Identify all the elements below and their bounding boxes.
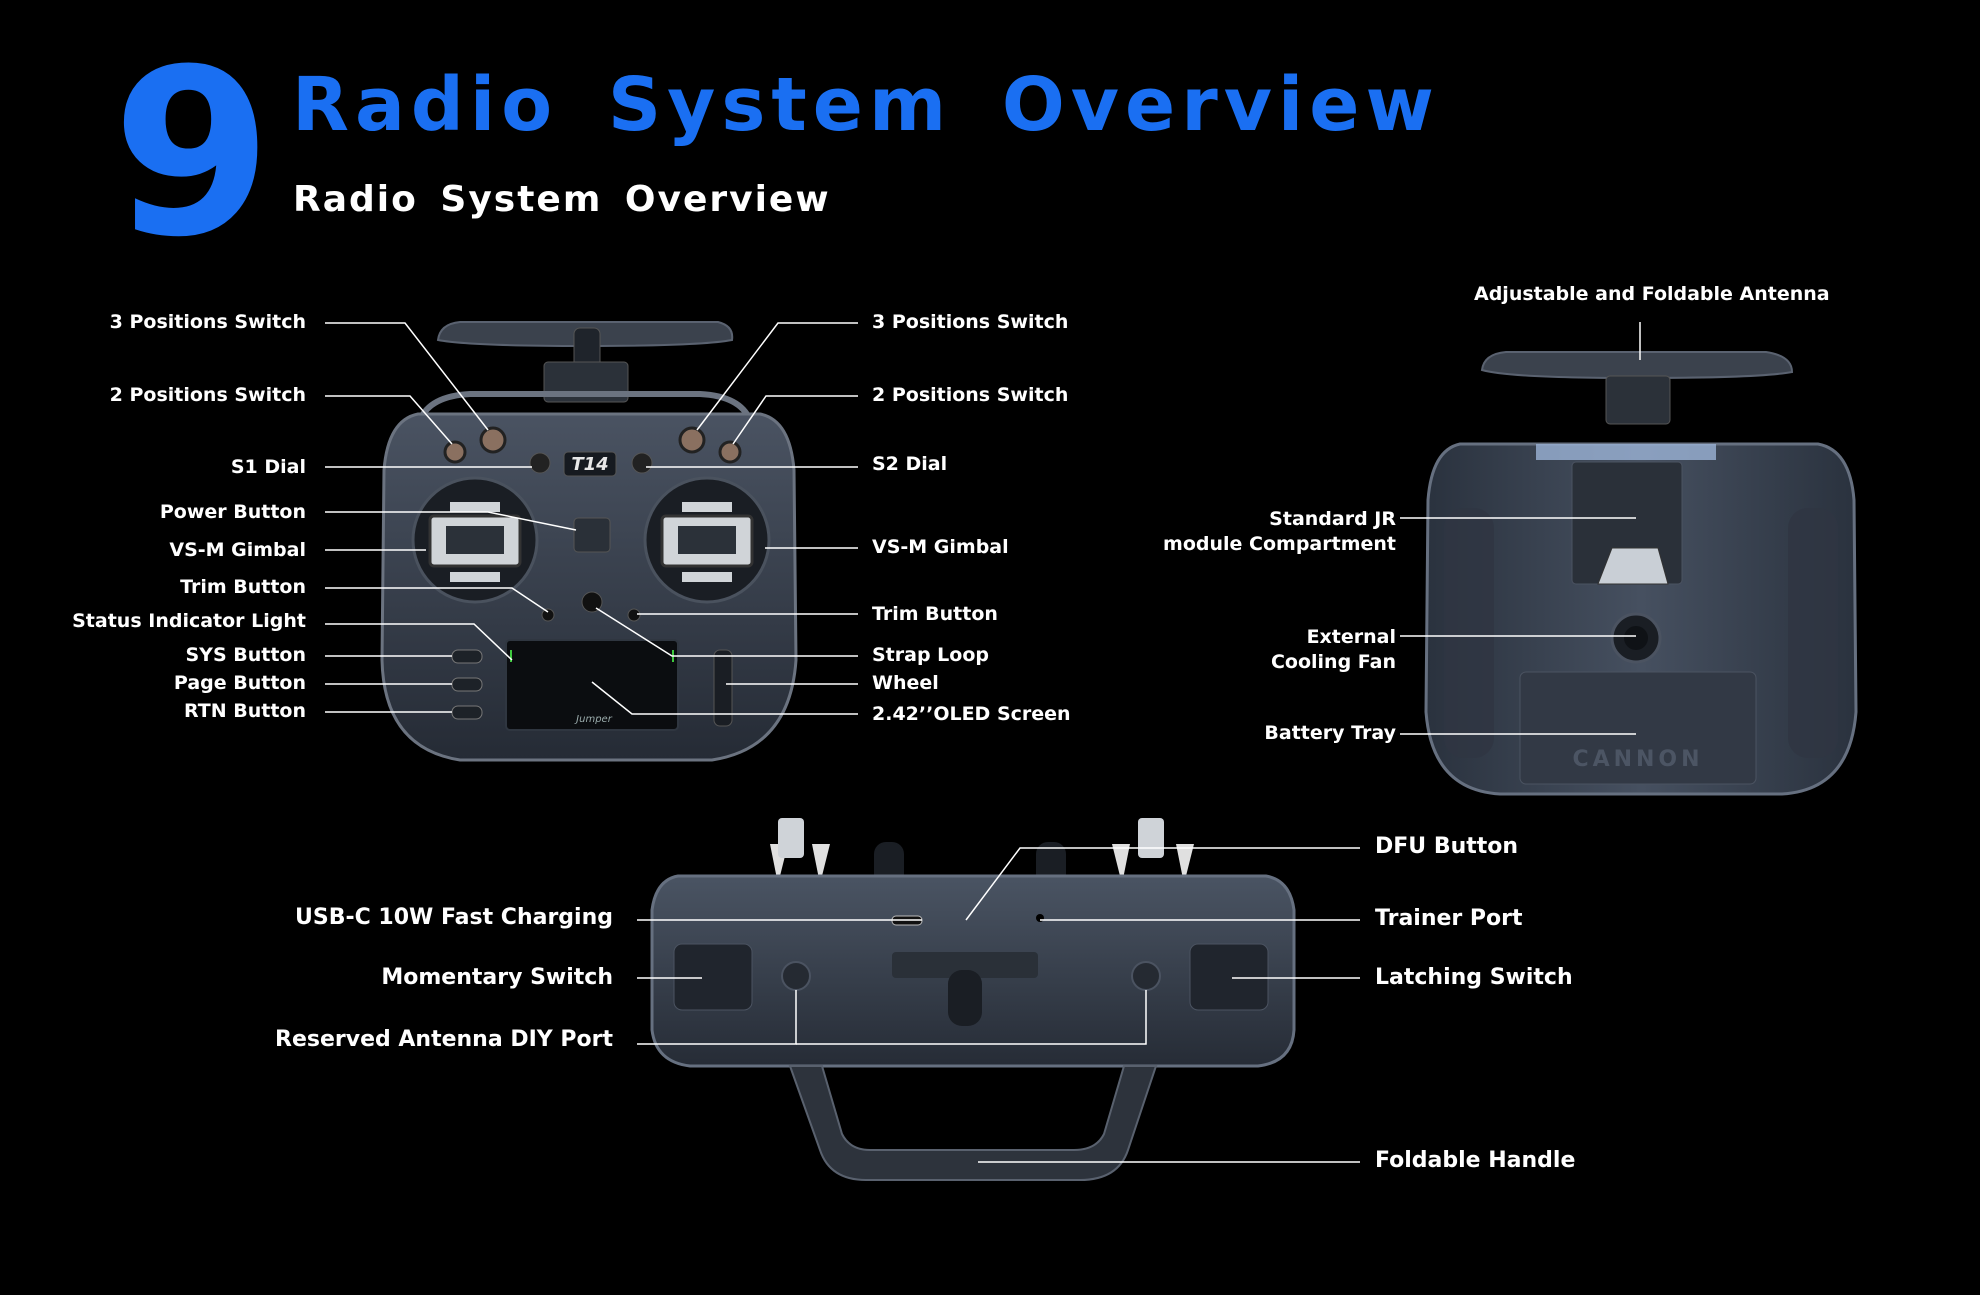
foldable-handle — [788, 1065, 1158, 1181]
rtn-button — [451, 705, 483, 720]
latching-switch — [1189, 943, 1269, 1011]
label-oled-screen: 2.42’’OLED Screen — [872, 703, 1071, 725]
label-jr-module: Standard JR module Compartment — [1163, 508, 1396, 555]
label-strap-loop: Strap Loop — [872, 644, 989, 666]
s1-dial — [529, 452, 551, 474]
label-gimbal-left: VS-M Gimbal — [169, 539, 306, 561]
antenna-port-right — [1131, 961, 1161, 991]
label-gimbal-right: VS-M Gimbal — [872, 536, 1009, 558]
front-view-radio: T14 Jumper — [380, 321, 798, 762]
svg-text:CANNON: CANNON — [1572, 747, 1703, 772]
switch-3pos-left — [479, 426, 507, 454]
page-subtitle: Radio System Overview — [293, 179, 831, 220]
label-3pos-switch-left: 3 Positions Switch — [109, 311, 306, 333]
label-antenna-diy-port: Reserved Antenna DIY Port — [275, 1027, 613, 1052]
label-trim-right: Trim Button — [872, 603, 998, 625]
trainer-port — [1036, 914, 1044, 922]
bottom-leader-lines — [637, 847, 1360, 1163]
wheel — [713, 649, 733, 727]
svg-text:Jumper: Jumper — [574, 714, 613, 725]
label-trim-left: Trim Button — [180, 576, 306, 598]
label-dfu-button: DFU Button — [1375, 834, 1519, 859]
label-s1-dial: S1 Dial — [230, 456, 306, 478]
back-antenna-icon — [1480, 351, 1794, 380]
power-button — [573, 517, 611, 553]
page-title: Radio System Overview — [292, 62, 1440, 148]
label-trainer-port: Trainer Port — [1375, 906, 1523, 931]
trim-right — [627, 608, 641, 622]
antenna-port-left — [781, 961, 811, 991]
s2-dial — [631, 452, 653, 474]
label-foldable-handle: Foldable Handle — [1375, 1148, 1576, 1173]
switch-3pos-right — [678, 426, 706, 454]
section-number: 9 — [112, 21, 272, 288]
page-button — [451, 677, 483, 692]
battery-tray — [1519, 671, 1757, 785]
label-rtn-button: RTN Button — [183, 700, 306, 722]
sys-button — [451, 649, 483, 664]
label-3pos-switch-right: 3 Positions Switch — [872, 311, 1069, 333]
label-cooling-fan: External Cooling Fan — [1270, 626, 1396, 673]
label-page-button: Page Button — [173, 672, 306, 694]
switch-2pos-left — [443, 440, 467, 464]
label-s2-dial: S2 Dial — [872, 453, 948, 475]
label-momentary-switch: Momentary Switch — [381, 965, 613, 990]
label-usb-c: USB-C 10W Fast Charging — [294, 905, 613, 930]
label-power-button: Power Button — [159, 501, 306, 523]
front-leader-lines — [325, 322, 858, 715]
label-antenna: Adjustable and Foldable Antenna — [1474, 283, 1830, 305]
label-wheel: Wheel — [872, 672, 939, 694]
label-2pos-switch-right: 2 Positions Switch — [872, 384, 1069, 406]
trim-left — [541, 608, 555, 622]
oled-screen — [505, 639, 679, 731]
back-leader-lines — [1400, 322, 1641, 735]
label-status-light: Status Indicator Light — [72, 610, 306, 632]
back-view-radio: CANNON — [1424, 351, 1858, 796]
bottom-view-radio — [650, 818, 1296, 1181]
strap-loop — [581, 591, 603, 613]
model-logo: T14 — [571, 454, 608, 475]
switch-2pos-right — [718, 440, 742, 464]
label-2pos-switch-left: 2 Positions Switch — [109, 384, 306, 406]
label-sys-button: SYS Button — [185, 644, 307, 666]
label-battery-tray: Battery Tray — [1264, 722, 1396, 744]
label-latching-switch: Latching Switch — [1375, 965, 1573, 990]
momentary-switch — [673, 943, 753, 1011]
